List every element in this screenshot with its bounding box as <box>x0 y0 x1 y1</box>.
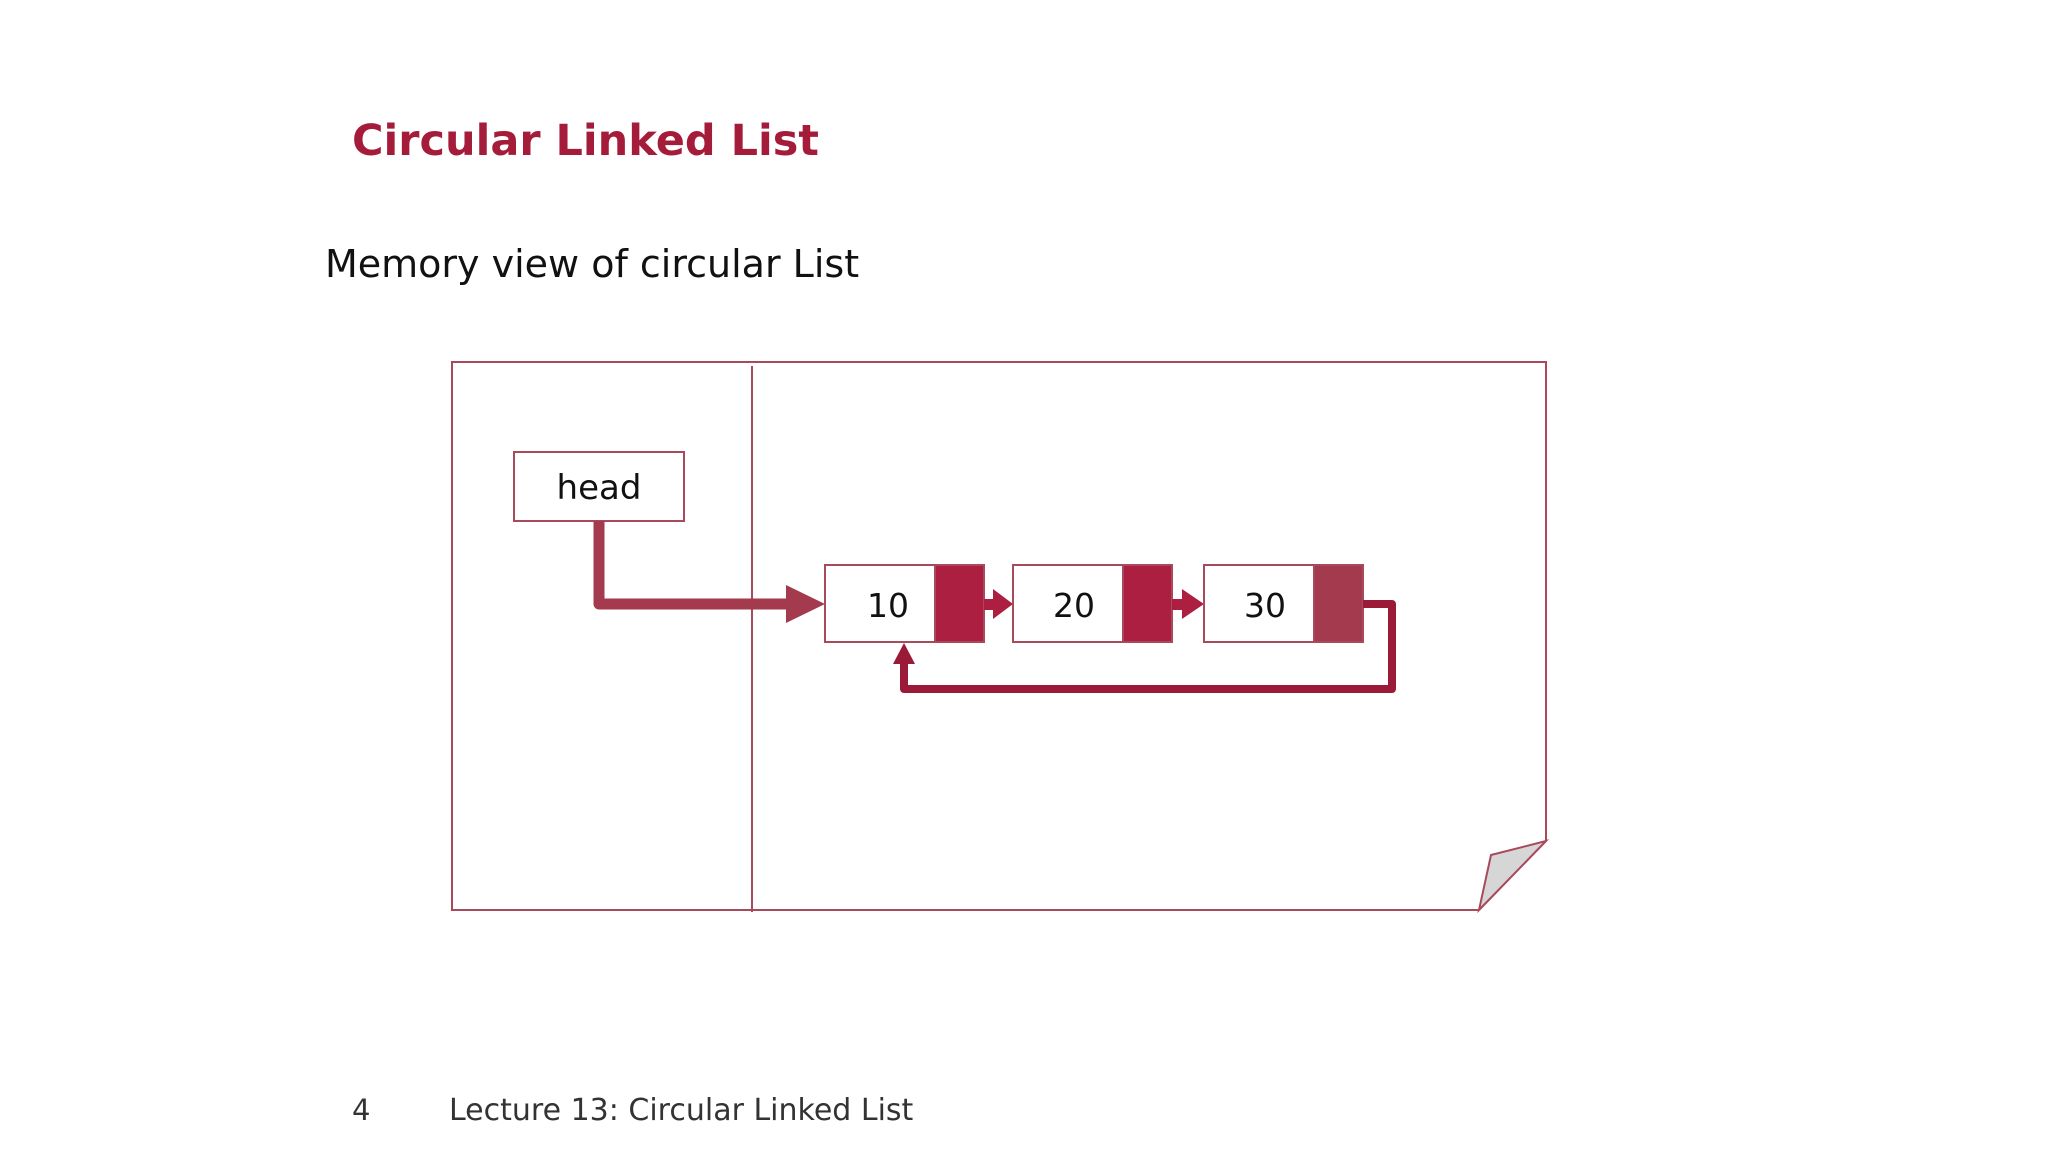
next-pointer-arrow <box>984 599 994 610</box>
circular-return-arrow <box>900 600 1396 693</box>
node-value: 20 <box>1053 586 1095 625</box>
slide-subtitle: Memory view of circular List <box>325 242 860 286</box>
footer-text: Lecture 13: Circular Linked List <box>449 1093 914 1128</box>
node-next-cell <box>1122 564 1173 643</box>
node-value: 10 <box>867 586 909 625</box>
head-label: head <box>557 468 642 508</box>
circular-return-arrowhead <box>893 643 915 664</box>
node-next-cell <box>934 564 985 643</box>
page-fold-corner <box>1477 839 1550 914</box>
node-value: 30 <box>1244 586 1286 625</box>
node-next-cell <box>1313 564 1364 643</box>
node-data-cell <box>1203 564 1315 643</box>
head-pointer-arrowhead <box>786 585 825 623</box>
page-number: 4 <box>352 1093 371 1127</box>
slide-title: Circular Linked List <box>352 116 819 166</box>
next-pointer-arrowhead <box>993 589 1013 619</box>
node-data-cell <box>824 564 936 643</box>
memory-frame <box>451 361 1547 911</box>
next-pointer-arrowhead <box>1182 589 1204 619</box>
head-pointer-arrow <box>593 521 792 610</box>
next-pointer-arrow <box>1172 599 1183 610</box>
